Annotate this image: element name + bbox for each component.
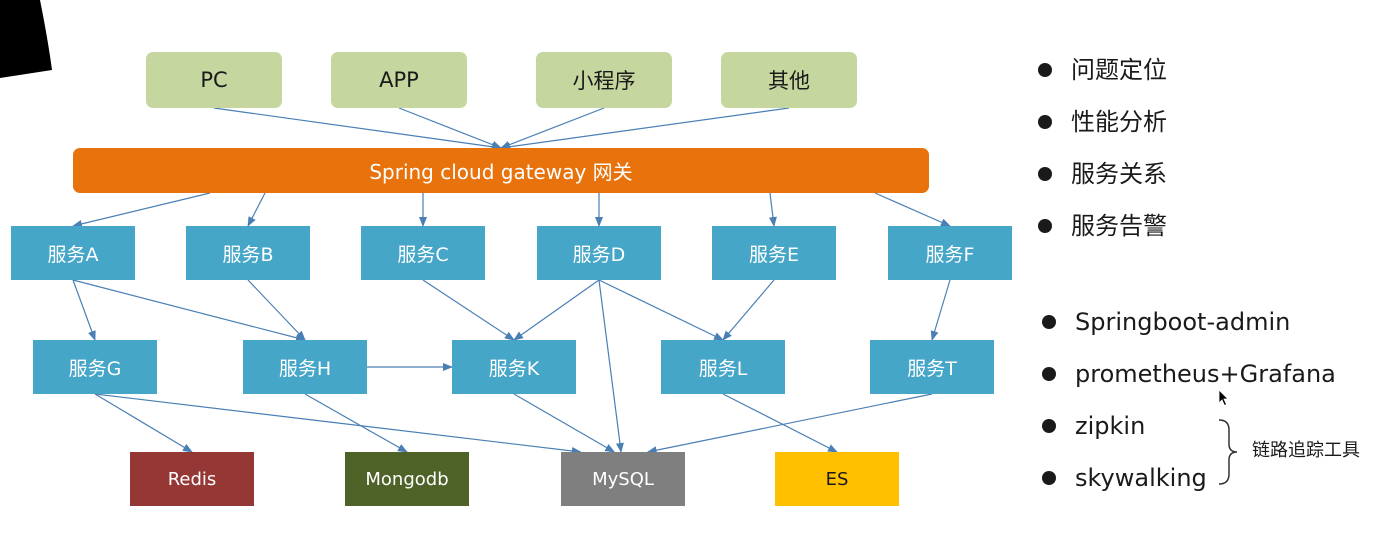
node-label: 服务D (572, 243, 626, 266)
node-label: 服务B (222, 243, 274, 266)
node-label: 其他 (768, 69, 810, 93)
node-label: 服务L (698, 357, 748, 380)
node-label: ES (825, 468, 849, 490)
edge-g-mysql (94, 393, 582, 455)
concern-list: 问题定位 性能分析 服务关系 服务告警 (1036, 44, 1167, 252)
node-service-a: 服务A (11, 226, 135, 280)
concern-item: 性能分析 (1036, 96, 1167, 148)
edge-c-k (422, 279, 515, 341)
node-service-c: 服务C (361, 226, 485, 280)
edge-h-mongodb (304, 393, 408, 453)
tool-item: Springboot-admin (1040, 296, 1336, 348)
node-label: 服务E (748, 243, 799, 266)
tool-item: skywalking (1040, 452, 1336, 504)
diagram-edges (72, 107, 951, 455)
edge-miniprogram-gateway (500, 107, 605, 149)
edge-d-mysql (598, 279, 624, 453)
corner-shape (0, 0, 52, 78)
node-service-g: 服务G (33, 340, 157, 394)
node-label: 服务F (925, 243, 975, 266)
edge-f-t (930, 279, 951, 341)
node-label: 服务C (397, 243, 449, 266)
node-label: 服务K (488, 357, 540, 380)
node-label: 小程序 (572, 69, 636, 93)
node-label: PC (200, 68, 228, 92)
edge-gateway-f (874, 192, 951, 227)
node-label: MySQL (592, 468, 654, 490)
node-service-f: 服务F (888, 226, 1012, 280)
edge-t-mysql (646, 393, 933, 455)
concern-item: 问题定位 (1036, 44, 1167, 96)
node-mongodb: Mongodb (345, 452, 469, 506)
node-mysql: MySQL (561, 452, 685, 506)
node-label: APP (379, 68, 419, 92)
mouse-cursor-icon (1218, 389, 1229, 407)
node-service-b: 服务B (186, 226, 310, 280)
node-label: Redis (167, 468, 217, 490)
node-app: APP (331, 52, 467, 108)
edge-a-h (72, 279, 306, 342)
node-es: ES (775, 452, 899, 506)
node-label: Mongodb (365, 468, 449, 490)
node-redis: Redis (130, 452, 254, 506)
edge-k-mysql (513, 393, 616, 453)
concern-item: 服务关系 (1036, 148, 1167, 200)
node-service-t: 服务T (870, 340, 994, 394)
node-service-d: 服务D (537, 226, 661, 280)
node-service-k: 服务K (452, 340, 576, 394)
edge-app-gateway (398, 107, 502, 149)
edge-l-es (722, 393, 838, 453)
edge-d-k (513, 279, 600, 341)
node-label: 服务A (47, 243, 99, 266)
edge-b-h (247, 279, 306, 341)
edge-a-g (72, 279, 96, 341)
edge-gateway-e (768, 192, 777, 227)
concern-item: 服务告警 (1036, 200, 1167, 252)
tool-item: prometheus+Grafana (1040, 348, 1336, 400)
tool-item: zipkin (1040, 400, 1336, 452)
edge-d-l (598, 279, 724, 341)
node-service-h: 服务H (243, 340, 367, 394)
node-label: 服务G (68, 357, 122, 380)
node-gateway: Spring cloud gateway 网关 (73, 148, 929, 193)
node-other: 其他 (721, 52, 857, 108)
right-brace-icon (1218, 419, 1238, 485)
node-service-e: 服务E (712, 226, 836, 280)
node-label: 服务H (278, 357, 332, 380)
edge-gateway-b (247, 192, 266, 227)
node-pc: PC (146, 52, 282, 108)
edge-pc-gateway (213, 107, 502, 151)
brace-label: 链路追踪工具 (1252, 440, 1360, 461)
edge-e-l (722, 279, 775, 341)
node-label: 服务T (907, 357, 957, 380)
edge-g-redis (94, 393, 193, 453)
node-miniprogram: 小程序 (536, 52, 672, 108)
tool-list: Springboot-admin prometheus+Grafana zipk… (1040, 296, 1336, 504)
edge-gateway-a (72, 192, 211, 228)
edge-other-gateway (500, 107, 790, 151)
node-service-l: 服务L (661, 340, 785, 394)
node-label: Spring cloud gateway 网关 (369, 160, 633, 184)
